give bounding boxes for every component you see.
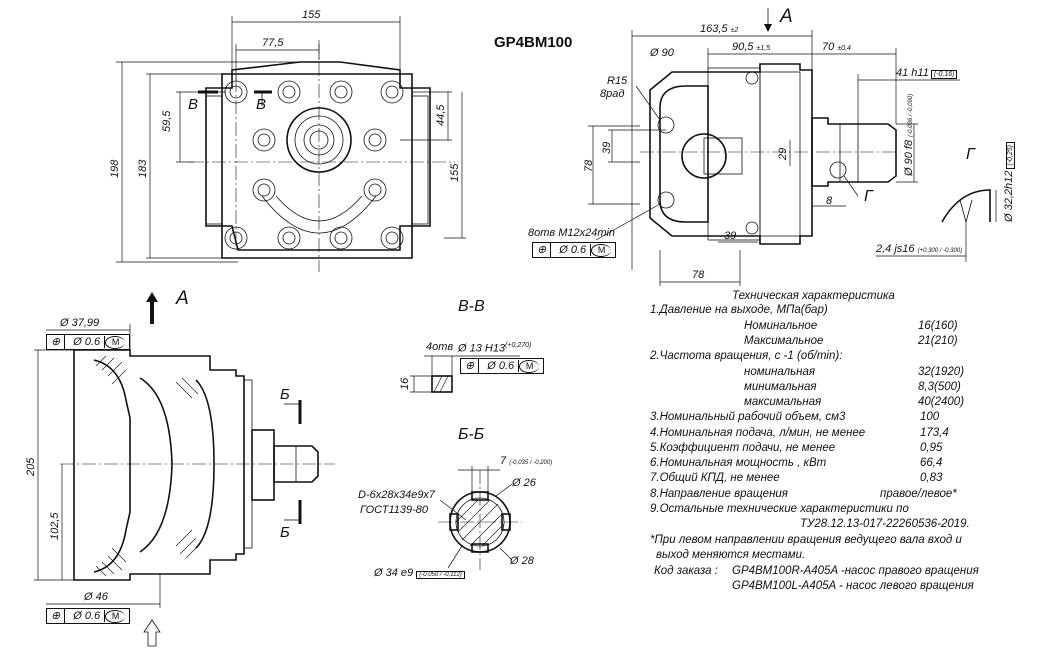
dim-78-left: 78	[583, 159, 595, 172]
spec-row-value: 0,95	[920, 442, 943, 454]
dim-2-4-js16: 2,4 js16 (+0,300 / -0,300)	[876, 243, 963, 255]
side-view	[588, 8, 960, 286]
dim-phi37-99: Ø 37,99	[60, 317, 100, 329]
specs-heading: Техническая характеристика	[732, 290, 895, 302]
dim-205: 205	[25, 457, 37, 476]
dim-phi34-e9: Ø 34 e9 (-0,050 / -0,112)	[374, 568, 465, 579]
spec-row-label: 9.Остальные технические характеристики п…	[650, 503, 909, 515]
section-mark-b2-bottom: Б	[280, 524, 290, 541]
dim-phi32-2: Ø 32,2h12(-0,25)	[1003, 142, 1015, 222]
section-bb	[410, 355, 520, 393]
spline-standard: ГОСТ1139-80	[360, 504, 429, 516]
spec-row-label: максимальная	[744, 396, 822, 408]
dim-phi90: Ø 90	[650, 47, 674, 59]
detail-g	[876, 189, 997, 262]
spline-spec: D-6x28x34e9x7	[358, 489, 436, 501]
dim-phi46: Ø 46	[84, 591, 108, 603]
spec-row-label: 3.Номинальный рабочий объем, см3	[650, 411, 846, 423]
dim-155-top: 155	[302, 9, 321, 21]
spec-row-label: 8.Направление вращения	[650, 488, 788, 500]
dim-29: 29	[777, 147, 789, 160]
spec-row-label: 4.Номинальная подача, л/мин, не менее	[650, 427, 866, 439]
dim-90-5: 90,5 ±1,5	[732, 41, 771, 53]
dim-39-left: 39	[601, 141, 613, 154]
radius-8rad: 8рад	[600, 88, 625, 100]
dim-183: 183	[137, 159, 149, 178]
dim-163-5: 163,5 ±2	[700, 23, 739, 35]
spec-row-value: 8,3(500)	[918, 381, 961, 393]
section-mark-b-right: В	[256, 96, 267, 113]
dim-59-5: 59,5	[161, 110, 173, 132]
spec-row-label: 1.Давление на выходе, МПа(бар)	[650, 304, 828, 316]
dim-41-h11: 41 h11(-0,16)	[896, 68, 958, 79]
specs-note-1: *При левом направлении вращения ведущего…	[650, 534, 962, 546]
section-mark-b2-top: Б	[280, 386, 290, 403]
spec-row-label: Максимальное	[744, 335, 824, 347]
spec-row-label: 7.Общий КПД, не менее	[650, 472, 780, 484]
dim-77-5: 77,5	[262, 37, 284, 49]
order-code-label: Код заказа :	[654, 565, 718, 577]
order-code-1: GP4BM100R-A405A -насос правого вращения	[732, 565, 979, 577]
section-bb-holes: 4отв	[426, 341, 454, 353]
spec-row-value: 100	[920, 411, 940, 423]
dim-phi28: Ø 28	[510, 555, 534, 567]
section-b2	[438, 466, 522, 570]
dim-44-5: 44,5	[435, 104, 447, 126]
view-a-label-bottom: А	[176, 288, 189, 309]
spec-row-label: Номинальное	[744, 320, 818, 332]
dim-70: 70 ±0,4	[822, 41, 851, 53]
dim-155-vertical: 155	[449, 163, 461, 182]
spec-row-value: 32(1920)	[918, 366, 965, 378]
spec-row-value: 16(160)	[918, 320, 958, 332]
order-code-2: GP4BM100L-A405A - насос левого вращения	[732, 580, 974, 592]
section-mark-b-left: В	[188, 96, 199, 113]
dim-phi26: Ø 26	[512, 477, 536, 489]
dim-8: 8	[826, 195, 833, 207]
detail-g-title: Г	[966, 146, 975, 163]
dim-198: 198	[109, 159, 121, 178]
radius-r15: R15	[607, 75, 628, 87]
section-b2-title: Б-Б	[458, 426, 485, 443]
bottom-view	[34, 292, 335, 647]
dim-39-bottom: 39	[724, 230, 737, 242]
spec-row-value: 66,4	[920, 457, 943, 469]
dim-16: 16	[399, 377, 411, 390]
dim-phi90-f8: Ø 90 f8 (-0,036 / -0,090)	[903, 93, 915, 176]
spec-row-value: 21(210)	[918, 335, 958, 347]
spec-row-value: 0,83	[920, 472, 943, 484]
spec-row-label: номинальная	[744, 366, 815, 378]
front-view	[116, 16, 466, 272]
holes-callout: 8отв M12x24min	[528, 227, 616, 239]
spec-row-value: правое/левое*	[880, 488, 957, 500]
dim-78-bottom: 78	[692, 269, 705, 281]
view-a-label-top: А	[780, 6, 793, 27]
spec-row-label: 6.Номинальная мощность , кВт	[650, 457, 827, 469]
detail-marker-g: Г	[864, 188, 873, 205]
specs-tu: ТУ28.12.13-017-22260536-2019.	[800, 518, 970, 530]
dim-7: 7 (-0,035 / -0,200)	[500, 455, 553, 467]
spec-row-label: 2.Частота вращения, с -1 (об/min):	[650, 350, 843, 362]
spec-row-value: 40(2400)	[918, 396, 965, 408]
section-bb-title: В-В	[458, 298, 485, 315]
spec-row-value: 173,4	[920, 427, 949, 439]
drawing-title: GP4BM100	[494, 34, 573, 51]
dim-102-5: 102,5	[49, 512, 61, 540]
spec-row-label: минимальная	[744, 381, 817, 393]
specs-note-2: выход меняются местами.	[656, 549, 806, 561]
spec-row-label: 5.Коэффициент подачи, не менее	[650, 442, 836, 454]
section-bb-hole-dim: Ø 13 H13(+0,270)	[458, 342, 532, 355]
